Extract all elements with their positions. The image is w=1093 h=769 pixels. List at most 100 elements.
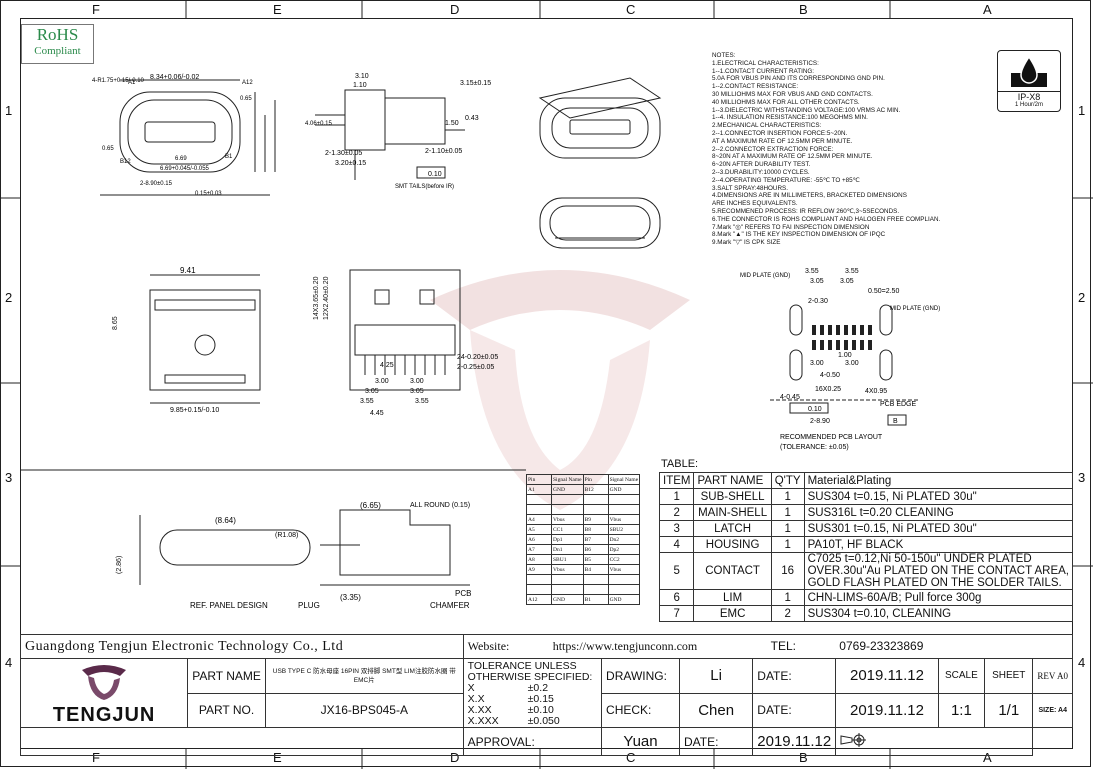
bom-material-line: OVER.30u"Au PLATED ON THE CONTACT AREA,	[807, 565, 1069, 577]
pin-table-cell: A5	[526, 524, 552, 535]
pin-table-cell: B12	[582, 484, 609, 495]
sheet-label: SHEET	[984, 658, 1034, 694]
bom-material: SUS316L t=0.20 CLEANING	[803, 504, 1074, 521]
dim-side-3-10: 3.10	[355, 73, 369, 80]
dim-top-9-41: 9.41	[180, 266, 196, 275]
dim-pcb-3-05: 3.05	[810, 278, 824, 285]
pin-table-cell: Dp1	[551, 534, 584, 545]
checked-by: Chen	[678, 692, 754, 728]
pcb-layout: MID PLATE (GND) MID PLATE (GND) 3.55 3.5…	[740, 268, 940, 451]
dim-bottom-3-05: 3.05	[365, 388, 379, 395]
dim-bottom-0-25: 2-0.25±0.05	[457, 364, 494, 371]
pcb-layout-title: RECOMMENDED PCB LAYOUT	[780, 434, 883, 441]
bom-material: CHN-LIMS-60A/B; Pull force 300g	[803, 589, 1074, 606]
approved-by: Yuan	[601, 727, 680, 756]
tel-number: 0769-23323869	[839, 639, 924, 653]
scale-value: 1:1	[937, 692, 986, 728]
pin-table-cell	[582, 574, 609, 585]
dim-side-0-43: 0.43	[465, 115, 479, 122]
note-line: 7.Mark "◎" REFERS TO FAI INSPECTION DIME…	[712, 223, 870, 231]
projection-cell	[835, 727, 1034, 756]
dim-top-9-85: 9.85+0.15/-0.10	[170, 407, 219, 414]
note-line: 1.ELECTRICAL CHARACTERISTICS:	[712, 59, 819, 67]
bom-material-line: SUS316L t=0.20 CLEANING	[807, 506, 954, 519]
bom-material-line: GOLD FLASH PLATED ON THE SOLDER TAILS.	[807, 577, 1062, 589]
smt-tails-note: SMT TAILS(before IR)	[395, 184, 454, 190]
dim-pcb-3-55b: 3.55	[845, 268, 859, 275]
dim-panel-r108: (R1.08)	[275, 532, 298, 539]
pin-table-cell	[526, 504, 552, 515]
bom-material-line: CHN-LIMS-60A/B; Pull force 300g	[807, 591, 982, 604]
pin-table-cell: Dn2	[607, 534, 641, 545]
pin-table-row	[526, 584, 641, 595]
dim-pcb-0-45: 4-0.45	[780, 394, 800, 401]
part-name-label: PART NAME	[187, 658, 266, 694]
dim-front-width: 8.34+0.06/-0.02	[150, 74, 199, 81]
note-line: 9.Mark "▽" IS CPK SIZE	[712, 239, 781, 247]
pin-table-cell	[607, 574, 641, 585]
dim-panel-3-35: (3.35)	[340, 593, 361, 602]
pin-table-cell: B5	[582, 554, 609, 565]
pin-table-cell: GND	[551, 484, 584, 495]
dim-front-0-15: 0.15±0.03	[195, 191, 222, 197]
pin-table-cell: A7	[526, 544, 552, 555]
note-line: 2--2.CONNECTOR EXTRACTION FORCE:	[712, 145, 834, 153]
pin-table-header: Signal Name	[607, 474, 641, 485]
bom-material-line: SUS304 t=0.10, CLEANING	[807, 607, 952, 620]
pin-table-cell: B1	[582, 594, 609, 605]
dim-side-1-10: 1.10	[353, 82, 367, 89]
pin-table-row	[526, 504, 641, 515]
pin-table-cell: A9	[526, 564, 552, 575]
website-link[interactable]: https://www.tengjunconn.com	[552, 639, 698, 653]
bom-caption: TABLE:	[661, 458, 699, 470]
bom-part-name: LIM	[693, 589, 772, 606]
pin-table-cell: A8	[526, 554, 552, 565]
dim-pcb-3-00: 3.00	[810, 360, 824, 367]
pin-table-cell: Vbus	[551, 514, 584, 525]
pin-table-cell: Vbus	[551, 564, 584, 575]
bom-header: Q'TY	[770, 472, 805, 489]
bom-material: SUS304 t=0.15, Ni PLATED 30u"	[803, 488, 1074, 505]
tolerance-row: X.XXX±0.050	[468, 716, 597, 727]
zone-label-right: 1	[1078, 103, 1086, 118]
dim-pcb-0-50: 4-0.50	[820, 372, 840, 379]
pin-table-cell: A6	[526, 534, 552, 545]
side-view: 3.10 1.10 2-1.30±0.05 3.20±0.15 1.50 2-1…	[305, 73, 491, 190]
pin-table-cell: CC2	[607, 554, 641, 565]
pcb-layout-tolerance: (TOLERANCE: ±0.05)	[780, 444, 849, 451]
zone-label-top: D	[450, 2, 460, 17]
company-name: Guangdong Tengjun Electronic Technology …	[20, 634, 464, 659]
tolerance-value: ±0.050	[527, 715, 560, 727]
zone-label-top: F	[92, 2, 100, 17]
dim-pcb-0-30: 2-0.30	[808, 298, 828, 305]
zone-label-right: 2	[1078, 290, 1086, 305]
pin-table-row	[526, 494, 641, 505]
pin-table-cell	[526, 584, 552, 595]
bottom-view: 24-0.20±0.05 2-0.25±0.05 4.25 3.00 3.00 …	[349, 269, 498, 417]
part-no-label: PART NO.	[187, 692, 266, 728]
projection-symbol-icon	[840, 733, 867, 747]
dim-pcb-pos: 0.10	[808, 406, 822, 413]
zone-label-top: B	[799, 2, 808, 17]
part-no-value: JX16-BPS045-A	[264, 692, 464, 728]
zone-label-top: A	[983, 2, 992, 17]
pin-table-cell: SBU1	[551, 554, 584, 565]
pin-table-cell: Vbus	[607, 514, 641, 525]
dim-front-phi: 0.65	[240, 96, 252, 102]
pin-table-row	[526, 574, 641, 585]
bom-qty: 1	[770, 589, 805, 606]
tolerance-row: X.X±0.15	[468, 694, 597, 705]
tolerance-format: X.XX	[467, 704, 492, 716]
bom-material-line: PA10T, HF BLACK	[807, 538, 904, 551]
note-line: 4.DIMENSIONS ARE IN MILLIMETERS, BRACKET…	[712, 192, 907, 200]
approval-label: APPROVAL:	[462, 727, 603, 756]
bom-item: 2	[658, 504, 695, 521]
